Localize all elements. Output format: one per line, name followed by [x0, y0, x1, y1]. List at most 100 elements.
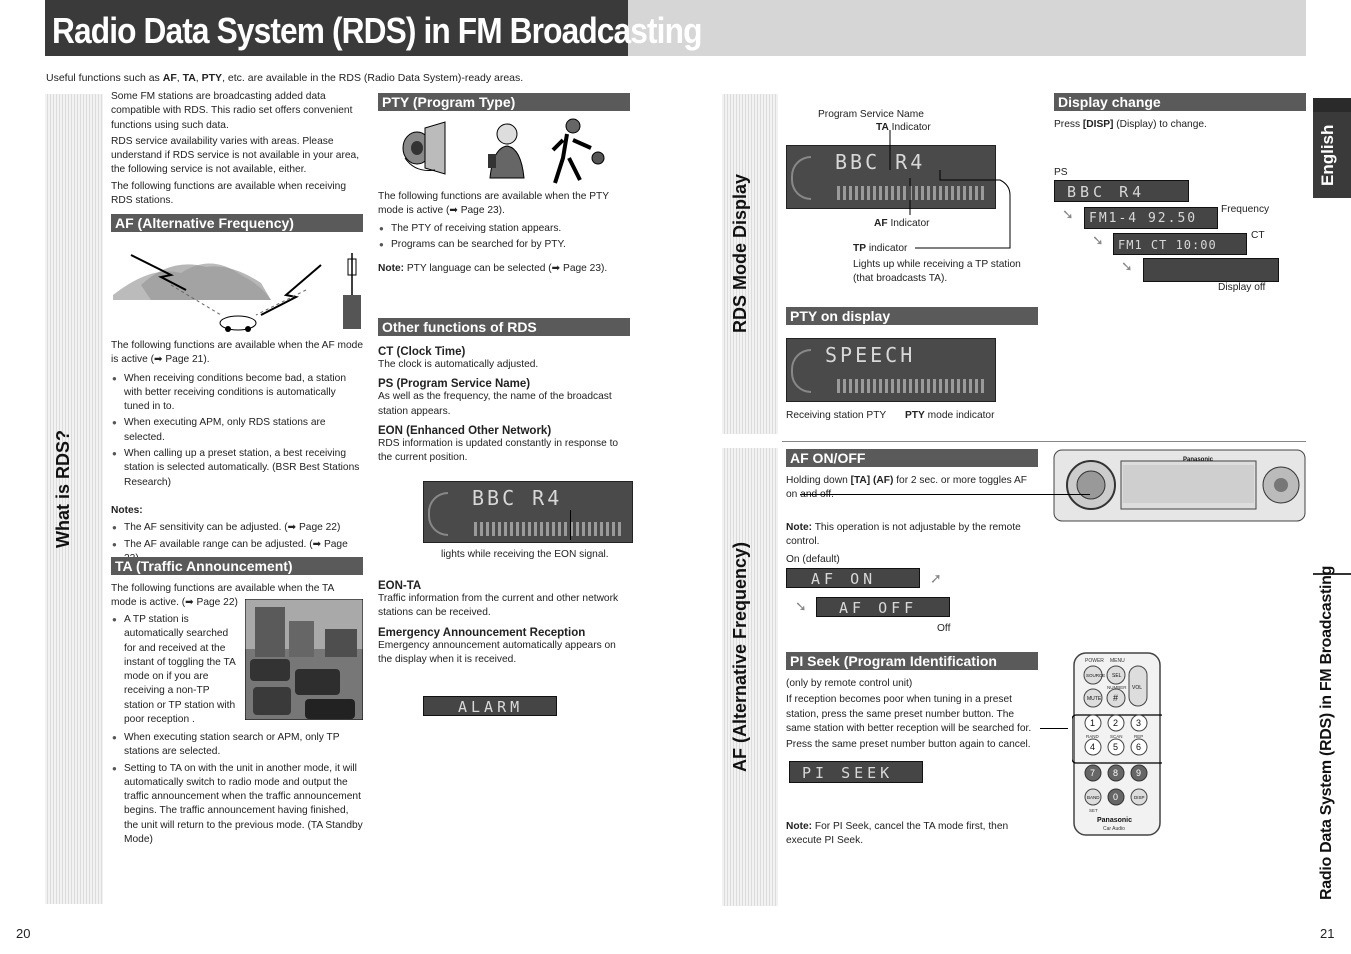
af-bullets: When receiving conditions become bad, a … — [111, 372, 363, 490]
pty-heading: PTY (Program Type) — [378, 93, 630, 111]
remote-key-disp: DISP — [1134, 795, 1145, 800]
dc-text-post: (Display) to change. — [1113, 119, 1207, 130]
pty-lcd-text: SPEECH — [825, 343, 916, 367]
side-label-af: AF (Alternative Frequency) — [730, 541, 750, 772]
arrow-icon: ➚ — [930, 570, 942, 586]
arrow-icon: ➘ — [1121, 258, 1133, 274]
pty-bullets: The PTY of receiving station appears. Pr… — [378, 222, 630, 253]
eonta-text: Traffic information from the current and… — [378, 593, 619, 619]
receiving-pty-label: Receiving station PTY — [786, 410, 887, 421]
remote-key-mute: MUTE — [1087, 696, 1102, 702]
eon-lcd-text: BBC R4 — [472, 486, 563, 510]
af-bullet-1: When receiving conditions become bad, a … — [111, 372, 363, 415]
eon-text: RDS information is updated constantly in… — [378, 437, 619, 464]
pty-mode-indicator-label: PTY mode indicator — [905, 409, 995, 423]
remote-key-rep: REP — [1134, 734, 1143, 739]
page-title: Radio Data System (RDS) in FM Broadcasti… — [52, 10, 702, 51]
side-label-rds-mode: RDS Mode Display — [730, 173, 750, 333]
pi-seek-text-1: If reception becomes poor when tuning in… — [786, 694, 1032, 734]
af-on-label: On (default) — [786, 554, 840, 565]
pty-illustrations — [402, 118, 605, 184]
remote-sub-brand: Car Audio — [1103, 826, 1125, 832]
ps-lcd: BBC R4 — [1054, 180, 1189, 202]
af-bullet-3: When calling up a preset station, a best… — [111, 447, 363, 490]
ct-label: CT — [1251, 230, 1265, 241]
frequency-label: Frequency — [1221, 204, 1270, 215]
side-band-what-is-rds — [45, 94, 103, 904]
arrow-icon: ➘ — [1062, 206, 1074, 222]
pi-seek-lcd: PI SEEK — [789, 761, 923, 783]
remote-digit-0: 0 — [1113, 792, 1118, 802]
ta-indicator-key: TA — [876, 122, 889, 133]
af-off-label: Off — [937, 623, 951, 634]
pty-intro: The following functions are available wh… — [378, 191, 609, 217]
remote-key-scan: SCAN — [1110, 734, 1123, 739]
remote-key-hash: # — [1113, 693, 1118, 703]
remote-digit-9: 9 — [1136, 768, 1141, 778]
remote-key-power-label: POWER — [1085, 658, 1104, 664]
pty-mode-suffix: mode indicator — [927, 410, 995, 421]
af-heading: AF (Alternative Frequency) — [111, 214, 363, 232]
page-number-left: 20 — [16, 926, 31, 941]
af-onoff-key: [TA] (AF) — [850, 475, 894, 486]
page-number-right: 21 — [1320, 926, 1335, 941]
af-on-lcd: AF ON — [786, 568, 920, 588]
head-unit-brand: Panasonic — [1183, 457, 1214, 463]
ear-title: Emergency Announcement Reception — [378, 626, 586, 639]
display-off-label: Display off — [1218, 282, 1266, 293]
title-bar — [45, 0, 628, 56]
arrow-icon: ➘ — [795, 598, 807, 614]
lcd-dial-icon — [428, 492, 448, 536]
ps-label: PS — [1054, 167, 1068, 178]
lcd-dial-icon — [791, 156, 811, 200]
about-para-2: RDS service availability varies with are… — [111, 135, 360, 176]
language-label: English — [1318, 124, 1337, 186]
af-indicator-suffix: Indicator — [890, 218, 930, 229]
remote-key-rand: RAND — [1086, 734, 1100, 739]
pty-note-label: Note: — [378, 263, 405, 275]
ta-bullets-b: When executing station search or APM, on… — [111, 731, 363, 849]
other-body-2: EON-TA Traffic information from the curr… — [378, 580, 630, 667]
display-off-lcd — [1143, 258, 1279, 282]
pty-note-text: PTY language can be selected (➡ Page 23)… — [406, 263, 608, 275]
remote-digit-5: 5 — [1113, 742, 1118, 752]
ta-heading: TA (Traffic Announcement) — [111, 557, 363, 575]
af-illustration — [113, 253, 361, 332]
display-change-text: Press [DISP] (Display) to change. — [1054, 118, 1207, 132]
af-intro: The following functions are available wh… — [111, 340, 364, 366]
basketball-player-icon — [551, 118, 605, 184]
ct-text: The clock is automatically adjusted. — [378, 359, 539, 370]
af-note-1: The AF sensitivity can be adjusted. (➡ P… — [111, 521, 363, 536]
running-title: Radio Data System (RDS) in FM Broadcasti… — [1318, 565, 1335, 900]
tp-indicator-suffix: indicator — [868, 243, 908, 254]
news-anchor-icon — [488, 123, 525, 179]
pi-seek-note-label: Note: — [786, 821, 813, 832]
pty-body: The following functions are available wh… — [378, 190, 630, 276]
af-indicator-key: AF — [874, 218, 888, 229]
about-para-3: The following functions are available wh… — [111, 180, 347, 207]
psn-label: Program Service Name — [818, 109, 924, 120]
pi-seek-heading: PI Seek (Program Identification Seek) — [786, 652, 1038, 684]
head-unit-illustration: Panasonic — [1053, 449, 1306, 522]
ct-lcd: FM1 CT 10:00 — [1113, 233, 1247, 255]
af-button-pointer — [800, 494, 1090, 495]
arrow-icon: ➘ — [1092, 232, 1104, 248]
remote-digit-3: 3 — [1136, 718, 1141, 728]
af-onoff-text: Holding down [TA] (AF) for 2 sec. or mor… — [786, 474, 1038, 503]
af-off-lcd: AF OFF — [816, 597, 950, 617]
remote-control: POWER MENU SOURCE SEL NUMBER VOL MUTE # … — [1072, 652, 1162, 836]
eon-title: EON (Enhanced Other Network) — [378, 424, 552, 437]
lcd-dial-icon — [791, 349, 811, 393]
pty-mode-key: PTY — [905, 410, 925, 421]
af-body: The following functions are available wh… — [111, 339, 363, 568]
rds-lcd-text: BBC R4 — [835, 150, 926, 174]
other-heading: Other functions of RDS — [378, 318, 630, 336]
intro-text: Useful functions such as AF, TA, PTY, et… — [46, 72, 524, 84]
ta-bullet-3: Setting to TA on with the unit in anothe… — [111, 762, 363, 848]
pty-lcd-display: SPEECH — [786, 338, 996, 402]
pi-seek-body: (only by remote control unit) If recepti… — [786, 677, 1038, 752]
remote-digit-1: 1 — [1090, 718, 1095, 728]
ta-bullets-a: A TP station is automatically searched f… — [111, 613, 239, 729]
freq-lcd: FM1-4 92.50 — [1084, 207, 1218, 229]
remote-key-number-label: NUMBER — [1107, 685, 1127, 690]
